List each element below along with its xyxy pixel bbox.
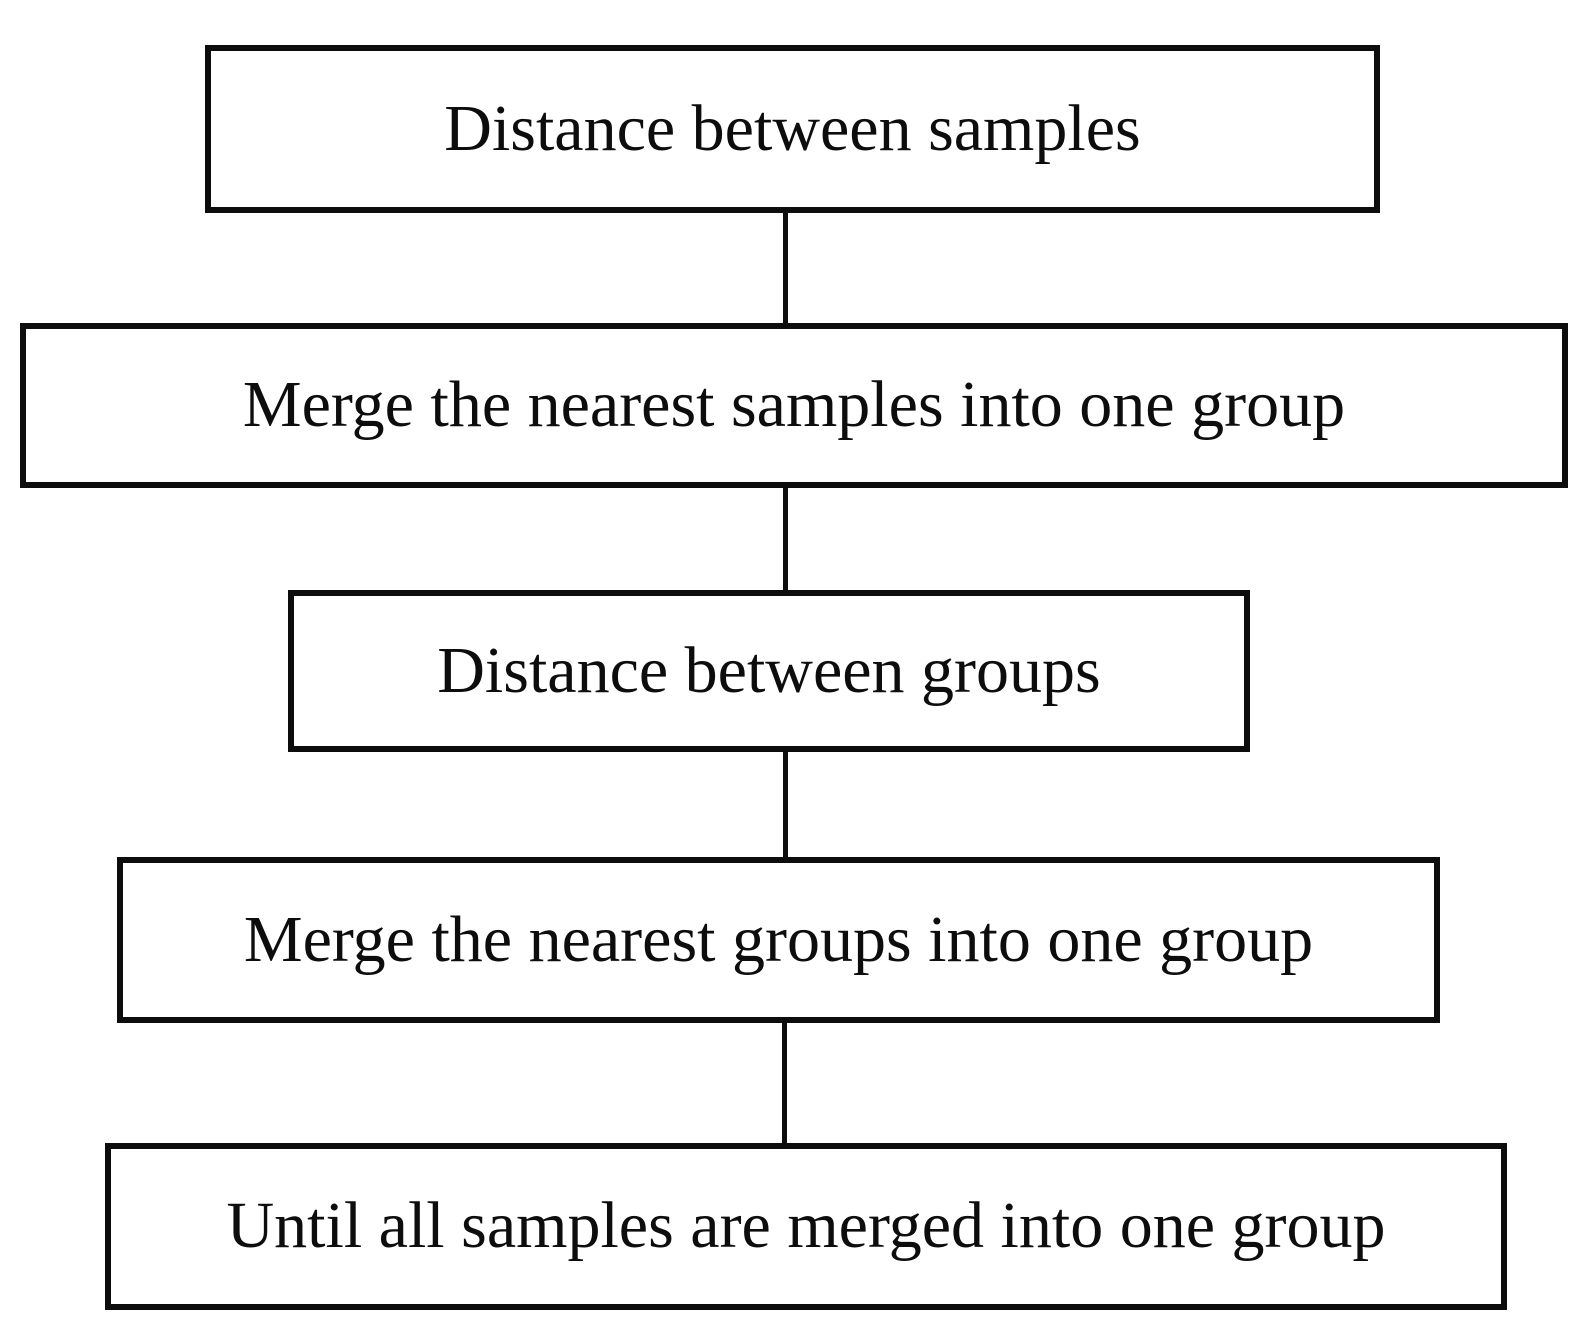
connector-edge-2 [783,485,788,593]
flow-node-label: Merge the nearest samples into one group [242,368,1346,442]
connector-edge-1 [783,210,788,326]
flow-node-distance-between-samples: Distance between samples [205,45,1380,213]
flow-node-label: Distance between groups [437,633,1101,707]
flow-node-label: Merge the nearest groups into one group [243,902,1314,976]
flow-node-label: Until all samples are merged into one gr… [226,1189,1386,1263]
flow-node-label: Distance between samples [444,91,1141,165]
flow-node-until-all-merged: Until all samples are merged into one gr… [105,1143,1507,1310]
connector-edge-3 [783,749,788,860]
flow-node-merge-nearest-groups: Merge the nearest groups into one group [117,857,1440,1023]
connector-edge-4 [782,1020,787,1146]
flow-node-merge-nearest-samples: Merge the nearest samples into one group [20,323,1568,488]
flow-node-distance-between-groups: Distance between groups [288,590,1250,752]
